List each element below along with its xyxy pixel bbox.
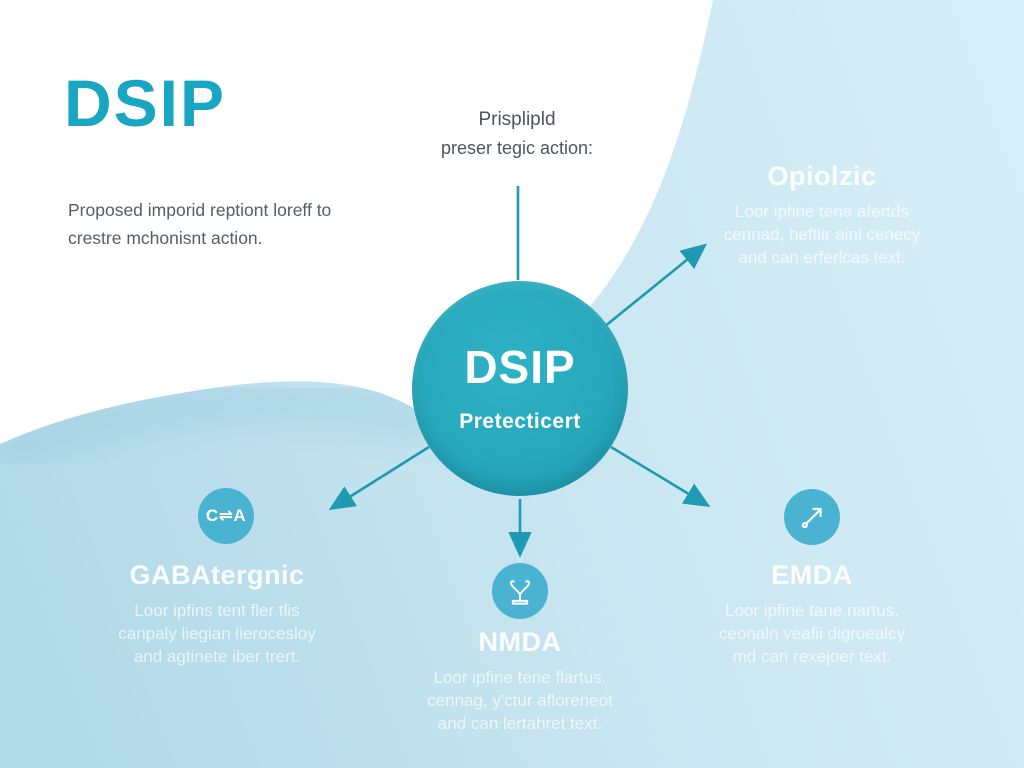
nmda-heading: NMDA xyxy=(478,627,562,657)
page-title: DSIP xyxy=(64,66,227,140)
gaba-body-line: Loor ipfins tent fler tlis xyxy=(134,600,300,620)
intro-paragraph: Proposed imporid reptiont loreff to cres… xyxy=(68,196,388,252)
gaba-icon-label: C⇌A xyxy=(205,506,247,525)
branch-emda: EMDA Loor ipfine tane,nartus. ceonaln ve… xyxy=(652,560,972,668)
wave-shade-band xyxy=(0,378,438,473)
arrow-to-gaba xyxy=(328,445,430,511)
emda-trend-arrow-icon xyxy=(784,489,840,545)
central-node-dsip: DSIP Pretecticert xyxy=(412,281,628,496)
gaba-receptor-icon: C⇌A xyxy=(198,488,254,544)
central-node-subtitle: Pretecticert xyxy=(459,409,581,433)
nmda-receptor-icon xyxy=(492,563,548,619)
opioid-body-line: and can erferlcas text. xyxy=(738,247,906,267)
nmda-body-line: and can lertahret text. xyxy=(437,713,603,733)
emda-body: Loor ipfine tane,nartus. ceonaln veafii … xyxy=(652,599,972,668)
opioid-body-line: cennad, heftlir ainl cenecy xyxy=(723,224,921,244)
gaba-body: Loor ipfins tent fler tlis canpaly liegi… xyxy=(57,599,377,668)
central-node-title: DSIP xyxy=(464,340,576,393)
branch-nmda: NMDA Loor ipfine tene flartus. cennag, y… xyxy=(360,627,680,735)
intro-line: crestre mchonisnt action. xyxy=(68,228,263,248)
nmda-body-line: Loor ipfine tene flartus. xyxy=(433,667,607,687)
top-note-line: Prisplipld xyxy=(478,109,556,130)
branch-opioid: Opiolzic Loor ipfine tene afertds cennad… xyxy=(662,161,982,269)
emda-heading: EMDA xyxy=(771,560,853,590)
gaba-heading: GABAtergnic xyxy=(129,560,305,590)
opioid-heading: Opiolzic xyxy=(767,161,877,191)
receptor-glyph xyxy=(509,580,531,605)
opioid-body-line: Loor ipfine tene afertds xyxy=(735,201,909,221)
top-note-line: preser tegic action: xyxy=(440,138,594,158)
opioid-body: Loor ipfine tene afertds cennad, heftlir… xyxy=(662,200,982,269)
arrow-to-emda xyxy=(610,445,711,508)
nmda-body: Loor ipfine tene flartus. cennag, y'ctur… xyxy=(360,666,680,735)
branch-gaba: GABAtergnic Loor ipfins tent fler tlis c… xyxy=(57,560,377,668)
nmda-body-line: cennag, y'ctur afloreneot xyxy=(427,690,613,710)
intro-line: Proposed imporid reptiont loreff to xyxy=(68,200,332,220)
arrow-to-opioid xyxy=(603,243,708,329)
emda-body-line: Loor ipfine tane,nartus. xyxy=(725,600,899,620)
gaba-body-line: canpaly liegian lierocesloy xyxy=(118,623,316,643)
gaba-body-line: and agtinete iber trert. xyxy=(133,646,301,666)
top-note: Prisplipld preser tegic action: xyxy=(357,106,677,162)
trend-up-arrow-glyph xyxy=(801,507,822,529)
emda-body-line: md can rexejoer text. xyxy=(732,646,892,666)
emda-body-line: ceonaln veafii digroealcy xyxy=(718,623,906,643)
